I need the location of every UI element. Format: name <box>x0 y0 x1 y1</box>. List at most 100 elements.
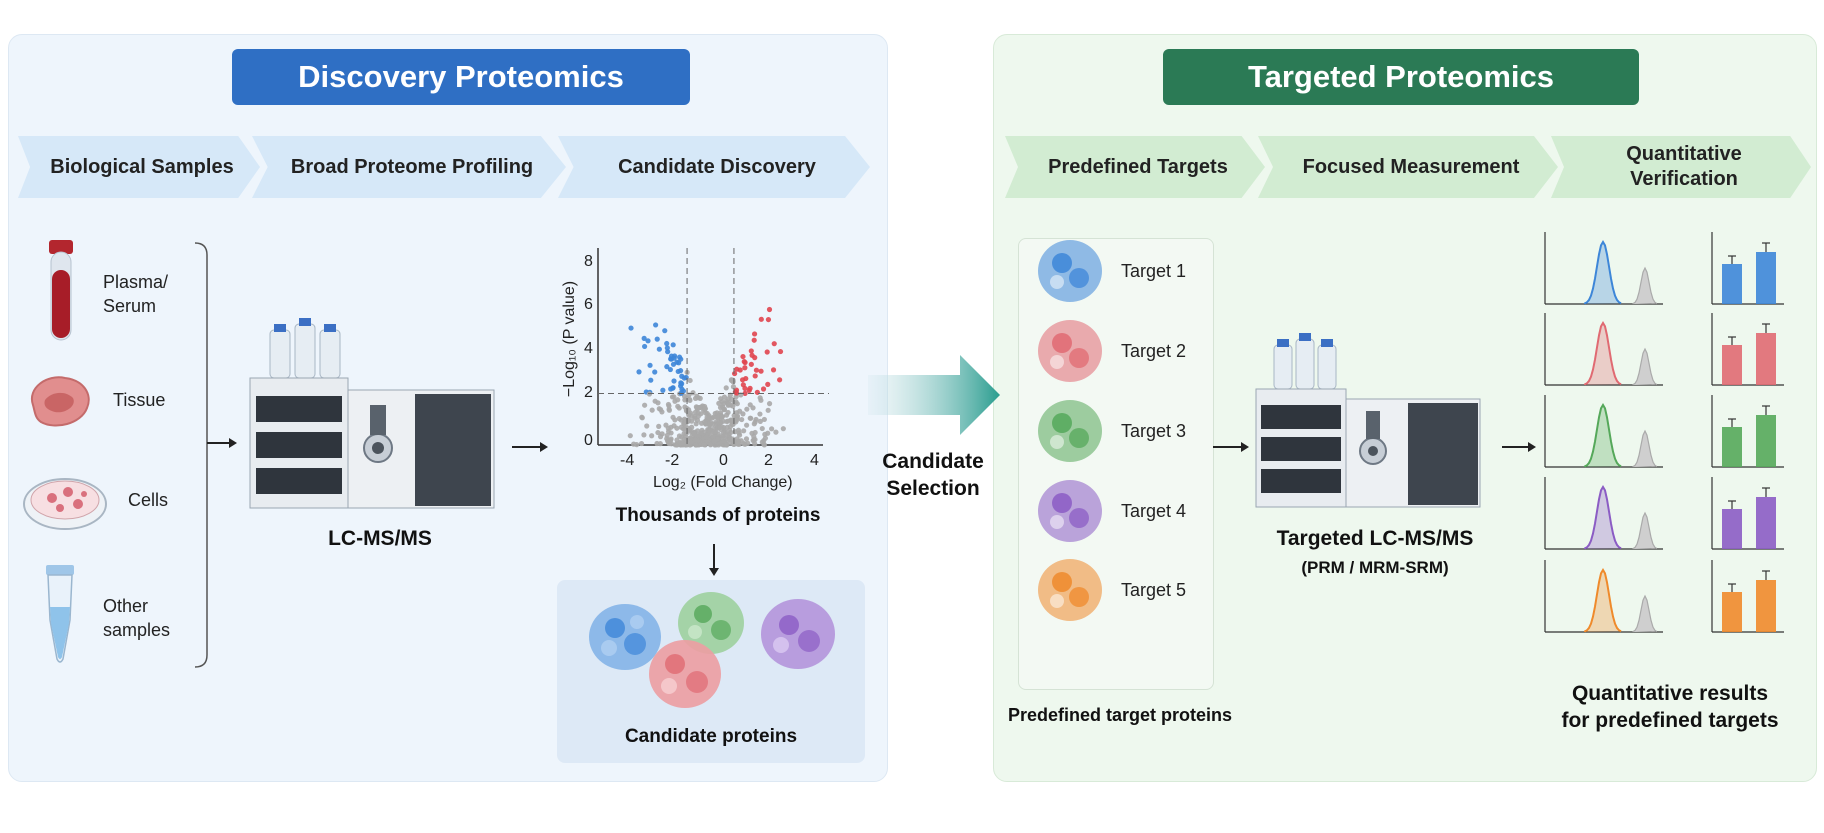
volcano-point <box>649 407 655 413</box>
volcano-point <box>702 410 709 416</box>
volcano-point <box>670 342 676 348</box>
volcano-point <box>644 423 650 429</box>
volcano-point <box>753 367 760 373</box>
arrow-to-targeted-ms <box>1213 442 1249 452</box>
volcano-point <box>653 322 659 328</box>
volcano-point <box>742 390 748 396</box>
bar-pair-icon <box>1711 477 1784 550</box>
volcano-point <box>751 433 757 440</box>
volcano-point <box>702 419 708 425</box>
target-label: Target 5 <box>1121 580 1187 600</box>
volcano-point <box>711 438 717 444</box>
volcano-point <box>666 403 672 409</box>
volcano-point <box>671 355 677 361</box>
sample-tissue-label: Tissue <box>113 390 166 410</box>
volcano-point <box>691 431 697 437</box>
volcano-point <box>760 386 767 392</box>
volcano-point <box>721 438 727 444</box>
volcano-point <box>733 410 740 416</box>
volcano-point <box>683 408 690 414</box>
blood-tube-icon <box>49 240 73 341</box>
volcano-ytick: 8 <box>584 253 593 270</box>
volcano-point <box>766 306 773 313</box>
volcano-point <box>766 401 773 407</box>
volcano-point <box>747 385 753 391</box>
volcano-point <box>728 377 735 384</box>
volcano-point <box>645 338 651 344</box>
volcano-point <box>671 394 677 400</box>
volcano-point <box>671 378 677 384</box>
lc-ms-label: LC-MS/MS <box>328 527 432 550</box>
sample-other-label: Other samples <box>103 596 171 640</box>
volcano-point <box>628 325 634 331</box>
volcano-point <box>725 409 731 416</box>
volcano-point <box>762 435 769 441</box>
volcano-point <box>649 433 655 439</box>
volcano-point <box>764 349 770 355</box>
volcano-point <box>654 336 660 342</box>
chromatogram-icon <box>1544 313 1663 386</box>
volcano-point <box>717 404 724 411</box>
volcano-point <box>639 414 645 420</box>
volcano-point <box>642 402 648 408</box>
candidate-proteins-label: Candidate proteins <box>624 726 798 747</box>
candidate-protein-red-icon <box>649 640 721 708</box>
volcano-xtick: -4 <box>620 452 635 469</box>
volcano-point <box>757 418 763 424</box>
volcano-point <box>667 366 673 373</box>
volcano-point <box>712 410 718 417</box>
volcano-point <box>752 373 758 379</box>
volcano-ylabel: −Log₁₀ (P value) <box>561 280 578 398</box>
target-label: Target 3 <box>1121 421 1187 441</box>
volcano-point <box>777 377 783 383</box>
target-protein-icon <box>1038 480 1102 542</box>
volcano-ytick: 0 <box>584 432 593 449</box>
volcano-point <box>698 411 704 417</box>
volcano-point <box>647 362 653 368</box>
volcano-point <box>751 337 757 343</box>
lc-ms-instrument-icon <box>249 318 495 509</box>
chromatogram-icon <box>1544 395 1663 468</box>
chromatogram-icon <box>1544 232 1663 305</box>
volcano-point <box>773 429 779 435</box>
volcano-point <box>701 403 708 410</box>
volcano-point <box>706 414 712 421</box>
volcano-point <box>675 368 681 375</box>
volcano-point <box>747 415 753 421</box>
volcano-point <box>742 385 748 392</box>
arrow-to-results <box>1502 442 1536 452</box>
volcano-point <box>759 425 765 432</box>
volcano-point <box>743 436 750 442</box>
volcano-point <box>694 393 700 399</box>
volcano-point <box>734 366 740 372</box>
volcano-point <box>674 425 680 431</box>
targets-caption: Predefined target proteins <box>1007 705 1233 725</box>
volcano-point <box>668 424 674 430</box>
volcano-xtick: 4 <box>810 452 819 469</box>
volcano-point <box>697 404 703 411</box>
volcano-point <box>627 433 633 439</box>
step-predefined-targets: Predefined Targets <box>1005 136 1265 198</box>
volcano-point <box>692 409 699 415</box>
volcano-point <box>656 346 662 352</box>
volcano-point <box>631 441 637 447</box>
volcano-point <box>703 434 710 440</box>
bar-pair-icon <box>1711 560 1784 633</box>
volcano-point <box>730 384 737 390</box>
volcano-point <box>636 369 642 375</box>
volcano-point <box>720 401 726 407</box>
volcano-xlabel: Log₂ (Fold Change) <box>653 474 793 491</box>
volcano-point <box>742 365 748 371</box>
volcano-point <box>757 411 763 417</box>
volcano-point <box>720 433 726 439</box>
volcano-point <box>780 426 786 432</box>
volcano-xtick: 0 <box>719 452 728 469</box>
petri-dish-icon <box>23 478 107 530</box>
volcano-point <box>676 354 683 360</box>
volcano-caption: Thousands of proteins <box>615 505 821 526</box>
volcano-point <box>739 377 746 383</box>
volcano-point <box>664 340 670 347</box>
volcano-point <box>680 426 687 432</box>
volcano-point <box>748 361 754 367</box>
samples-bracket <box>194 242 237 668</box>
